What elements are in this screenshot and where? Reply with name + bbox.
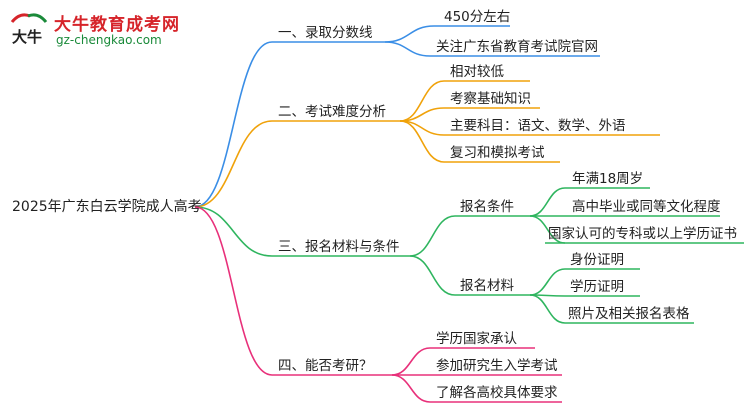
branch-2-label: 二、考试难度分析	[278, 104, 386, 120]
root-node: 2025年广东白云学院成人高考	[12, 199, 202, 215]
logo-url: gz-chengkao.com	[56, 33, 162, 47]
branch-3-sub-2: 报名材料	[460, 278, 514, 294]
branch-3-sub-1-leaf-1: 年满18周岁	[572, 171, 644, 187]
branch-2-leaf-1: 相对较低	[450, 64, 504, 80]
connector-branch-3-sub-2	[409, 255, 456, 296]
branch-1-label: 一、录取分数线	[278, 25, 373, 41]
branch-4-leaf-3: 了解各高校具体要求	[436, 385, 558, 401]
connector-root-branch-1	[194, 41, 273, 208]
branch-4-leaf-1: 学历国家承认	[436, 331, 517, 347]
logo-mark-text: 大牛	[12, 28, 42, 46]
connector-branch-3-sub-2-leaf-3	[529, 294, 566, 324]
connector-root-branch-3	[194, 206, 273, 257]
branch-1-leaf-2: 关注广东省教育考试院官网	[436, 39, 598, 55]
logo-title: 大牛教育成考网	[54, 15, 180, 35]
branch-4-label: 四、能否考研？	[278, 358, 373, 374]
connector-branch-2-leaf-4	[399, 120, 445, 163]
branch-2-leaf-3: 主要科目：语文、数学、外语	[450, 118, 626, 134]
connector-root-branch-4	[194, 206, 273, 376]
connector-branch-3-sub-1	[409, 215, 456, 257]
connector-branch-4-leaf-3	[391, 374, 431, 403]
branch-4-leaf-2: 参加研究生入学考试	[436, 358, 558, 374]
connector-branch-3-sub-2-leaf-1	[529, 268, 566, 296]
connector-branch-1-leaf-2	[384, 41, 431, 57]
branch-3-sub-2-leaf-3: 照片及相关报名表格	[568, 306, 690, 322]
bull-logo-icon: 大牛	[10, 13, 48, 46]
branch-2-leaf-4: 复习和模拟考试	[450, 145, 545, 161]
connector-root-branch-2	[194, 120, 273, 208]
branch-1-leaf-1: 450分左右	[444, 9, 511, 25]
site-logo: 大牛 大牛教育成考网 gz-chengkao.com	[6, 8, 186, 52]
branch-3-sub-1-leaf-3: 国家认可的专科或以上学历证书	[548, 226, 737, 242]
connector-branch-1-leaf-1	[384, 25, 435, 43]
branch-3-sub-1-leaf-2: 高中毕业或同等文化程度	[572, 199, 721, 215]
branch-2-leaf-2: 考察基础知识	[450, 91, 531, 107]
branch-3-sub-2-leaf-2: 学历证明	[570, 279, 624, 295]
connector-branch-4-leaf-1	[391, 347, 431, 376]
branch-3-sub-1: 报名条件	[460, 199, 514, 215]
connector-branch-3-sub-1-leaf-1	[529, 187, 566, 217]
branch-3-label: 三、报名材料与条件	[278, 239, 400, 255]
branch-3-sub-2-leaf-1: 身份证明	[570, 252, 624, 268]
